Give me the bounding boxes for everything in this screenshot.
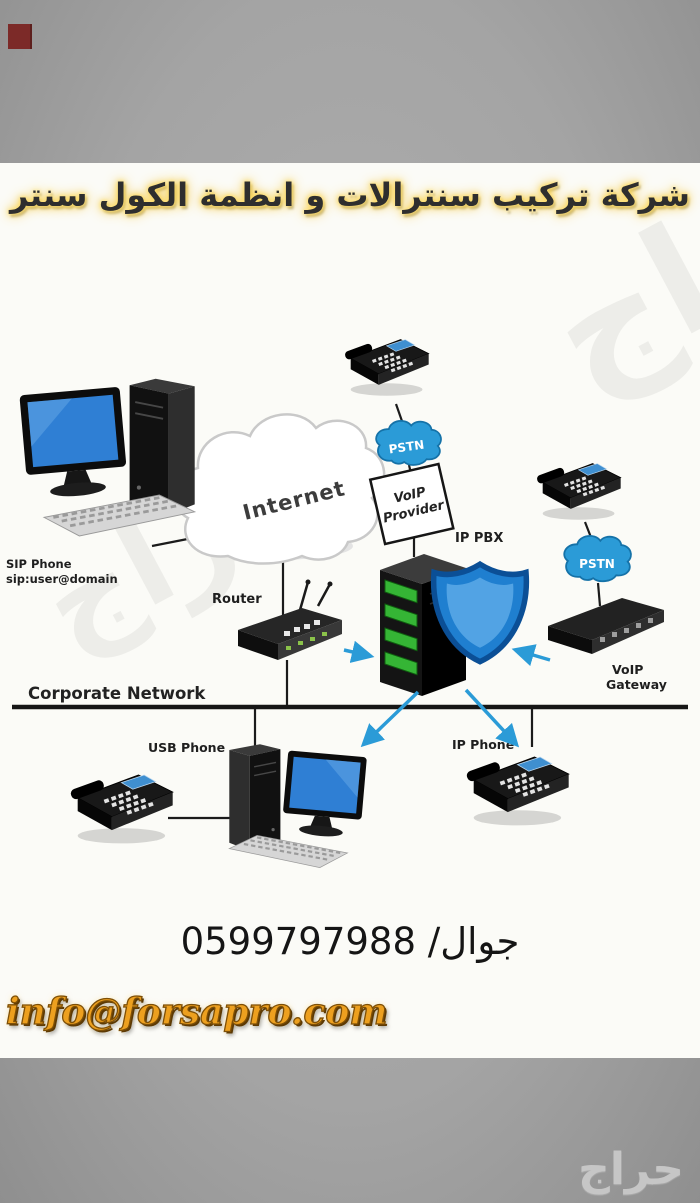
security-shield-icon	[430, 560, 530, 665]
corporate-network-label: Corporate Network	[28, 684, 206, 703]
corner-red-mark	[8, 24, 32, 49]
haraj-watermark: حراج	[578, 1144, 684, 1195]
desk-phone-top	[342, 338, 431, 398]
sip-phone-label-line1: SIP Phone	[6, 557, 72, 571]
voip-gateway-label-line2: Gateway	[606, 677, 667, 692]
flow-arrows	[343, 640, 551, 748]
pstn-top-label: PSTN	[388, 438, 425, 457]
ip-phone-label: IP Phone	[452, 737, 514, 752]
pstn-right-label: PSTN	[579, 557, 615, 571]
faint-watermark-top: حراج	[520, 99, 700, 423]
usb-phone-device	[67, 773, 175, 846]
router-device	[238, 579, 342, 660]
router-label: Router	[212, 592, 262, 607]
arrow-pbx-to-pc	[360, 690, 420, 748]
sip-phone-label-line2: sip:user@domain	[6, 572, 118, 586]
desk-phone-right	[534, 462, 623, 522]
email-text: info@forsapro.com	[5, 990, 388, 1033]
arrow-router-to-pbx	[343, 640, 375, 663]
arrow-pbx-to-ipphone	[464, 688, 520, 748]
voip-gateway-device	[548, 598, 664, 654]
desktop-computer-bottom	[228, 743, 369, 869]
internet-cloud: Internet	[173, 413, 386, 565]
ip-phone-device	[463, 755, 571, 828]
mobile-number: جوال/ 0599797988	[180, 920, 520, 963]
voip-gateway-label-line1: VoIP	[612, 662, 643, 677]
voip-provider-box: VoIP Provider	[368, 462, 455, 546]
desktop-computer-topleft	[17, 377, 197, 538]
voip-provider-label-line1: VoIP	[392, 485, 427, 507]
arrow-gateway-to-pbx	[511, 644, 551, 667]
ad-title: شركة تركيب سنترالات و انظمة الكول سنتر	[10, 176, 690, 214]
cable-pstn-gateway	[596, 582, 602, 607]
usb-phone-label: USB Phone	[148, 740, 225, 755]
white-panel	[0, 163, 700, 1058]
ip-pbx-label: IP PBX	[455, 531, 503, 546]
